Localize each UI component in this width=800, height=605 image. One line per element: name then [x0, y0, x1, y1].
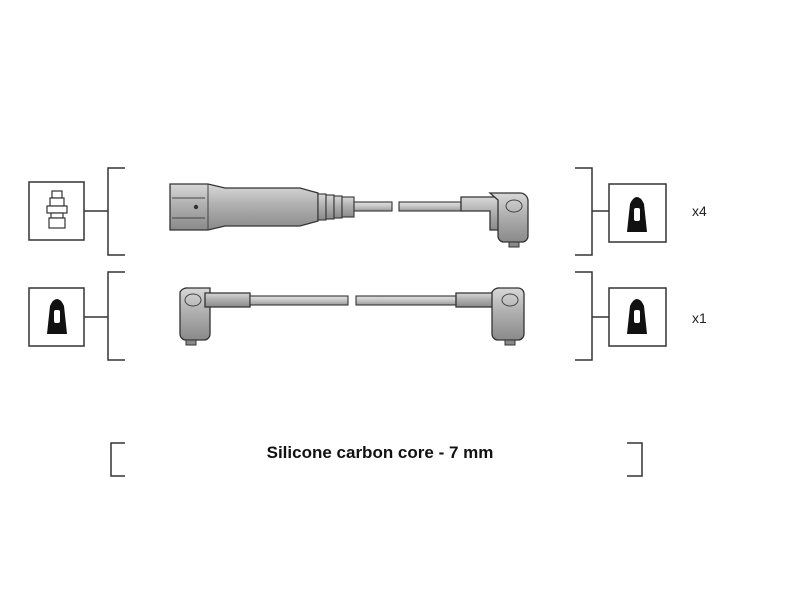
distributor-boot-icon: [608, 287, 667, 347]
left-bracket: [107, 167, 125, 256]
spec-label: Silicone carbon core - 7 mm: [266, 443, 494, 462]
left-bracket: [107, 271, 125, 361]
quantity-row-1: x4: [692, 203, 707, 219]
spec-left-bracket: [110, 442, 125, 477]
cable-row-2: [28, 271, 667, 361]
cable-row-1: [28, 167, 667, 256]
quantity-row-2: x1: [692, 310, 707, 326]
cable-double-angled-boot: [179, 287, 525, 346]
cable-straight-boot: [169, 183, 529, 248]
distributor-boot-icon: [28, 287, 85, 347]
spec-right-bracket: [627, 442, 643, 477]
right-bracket: [575, 271, 593, 361]
distributor-boot-icon: [608, 183, 667, 243]
right-bracket: [575, 167, 593, 256]
spark-plug-terminal-icon: [28, 181, 85, 241]
